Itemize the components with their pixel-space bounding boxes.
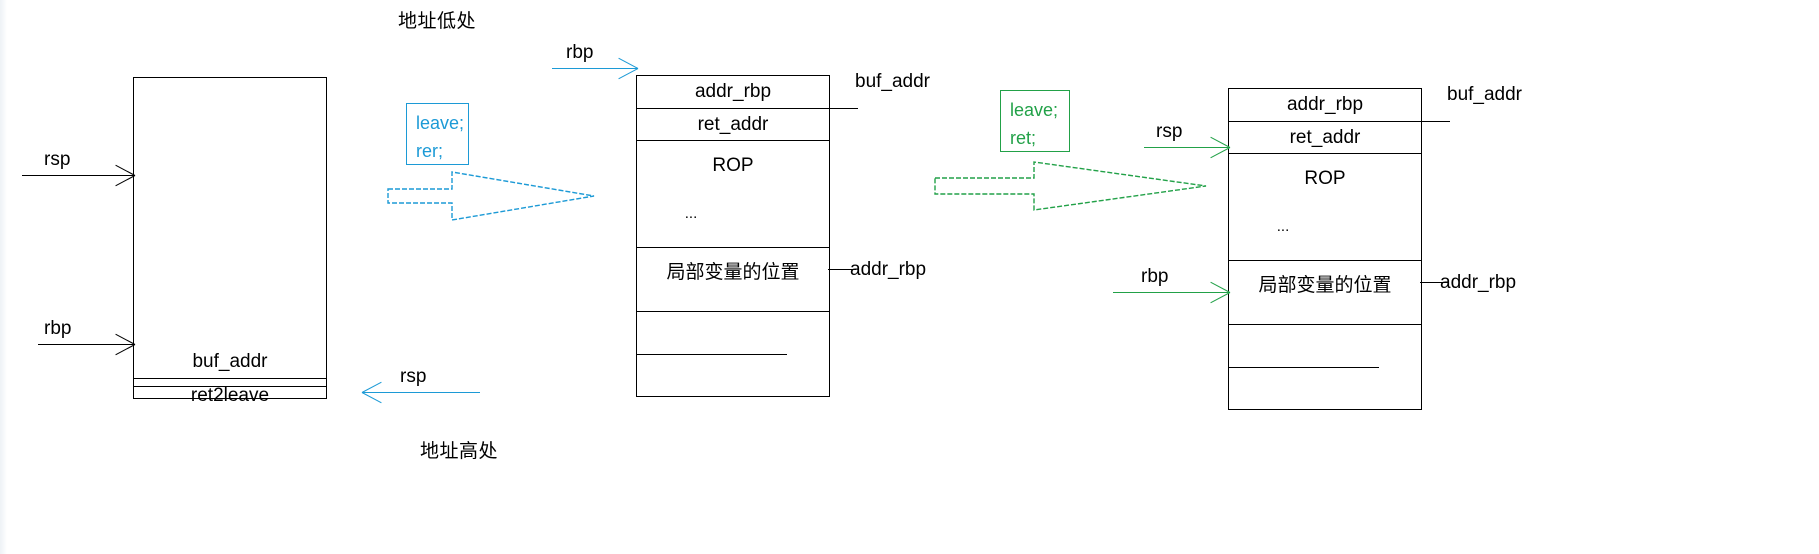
- stack-2: addr_rbp ret_addr ROP ... 局部变量的位置: [636, 75, 830, 397]
- stack-3-row-blank-2: [1229, 367, 1421, 408]
- stack-1-row-ret2leave: ret2leave: [134, 379, 326, 412]
- stack-1-rsp-arrow-label: rsp: [44, 149, 71, 170]
- stack-1-row-ret2leave-text: ret2leave: [190, 384, 270, 406]
- address-high-label: 地址高处: [420, 441, 499, 462]
- step-2-code-line-1: leave;: [1010, 100, 1059, 120]
- stack-1-row-buf-addr-text: buf_addr: [192, 351, 268, 372]
- stack-3-row-ellipsis: ...: [1229, 204, 1421, 261]
- stack-2-row-locals: 局部变量的位置: [637, 248, 829, 312]
- stack-3-row-ret-addr: ret_addr: [1229, 122, 1421, 154]
- stack-3-top-connector: [1420, 121, 1450, 122]
- stack-2-rbp-arrow-label: rbp: [566, 42, 594, 63]
- stack-2-row-ellipsis: ...: [637, 191, 829, 248]
- address-low-label: 地址低处: [398, 11, 477, 32]
- stack-2-row-addr-rbp-text: addr_rbp: [694, 81, 772, 102]
- stack-2-row-ret-addr-text: ret_addr: [697, 113, 769, 135]
- stack-3-side-label-top: buf_addr: [1447, 84, 1523, 105]
- stack-2-row-addr-rbp: addr_rbp: [637, 76, 829, 109]
- stack-2-top-connector: [828, 108, 858, 109]
- stack-2-row-blank-1-divider: [637, 354, 787, 355]
- stack-1-row-buf-addr: buf_addr: [134, 346, 326, 379]
- step-1-code-line-2: rer;: [416, 140, 443, 161]
- stack-2-side-label-bottom: addr_rbp: [850, 259, 927, 280]
- stack-3-row-addr-rbp-text: addr_rbp: [1286, 94, 1364, 115]
- stack-2-row-locals-text: 局部变量的位置: [666, 262, 800, 283]
- stack-3-row-ellipsis-text: ...: [1276, 217, 1290, 235]
- stack-3-row-blank-1-divider: [1229, 367, 1379, 368]
- stack-3-rbp-arrow-label: rbp: [1141, 266, 1169, 287]
- stack-3-rsp-arrow-shaft: [1144, 147, 1229, 148]
- stack-2-row-rop-text: ROP: [712, 155, 754, 176]
- stack-2-rbp-arrow-shaft: [552, 68, 637, 69]
- stack-3-row-addr-rbp: addr_rbp: [1229, 89, 1421, 122]
- step-1-code-line-1: leave;: [416, 113, 465, 133]
- stack-1-row-empty: [134, 78, 326, 387]
- stack-3-rbp-arrow-shaft: [1113, 292, 1229, 293]
- step-2-code-box: leave; ret;: [1000, 90, 1070, 152]
- stack-2-row-blank-2: [637, 354, 829, 395]
- stack-3-bottom-connector: [1420, 282, 1448, 283]
- stack-1-rbp-arrow-shaft: [38, 344, 134, 345]
- stack-3-row-rop: ROP: [1229, 154, 1421, 204]
- step-2-code-line-2: ret;: [1010, 127, 1037, 148]
- stack-3-row-locals: 局部变量的位置: [1229, 261, 1421, 325]
- stack-3-side-label-bottom: addr_rbp: [1440, 272, 1517, 293]
- stack-3-row-blank-1: [1229, 325, 1421, 367]
- step-1-code-box: leave; rer;: [406, 103, 469, 165]
- stack-2-side-label-top: buf_addr: [855, 71, 931, 92]
- step-1-rsp-left-arrow-label: rsp: [400, 366, 427, 387]
- stack-2-row-ellipsis-text: ...: [684, 204, 698, 222]
- stack-3: addr_rbp ret_addr ROP ... 局部变量的位置: [1228, 88, 1422, 410]
- stack-1-rsp-arrow-shaft: [22, 175, 134, 176]
- stack-3-row-rop-text: ROP: [1304, 168, 1346, 189]
- stack-1: buf_addr ret2leave: [133, 77, 327, 406]
- stack-2-row-rop: ROP: [637, 141, 829, 191]
- stack-1-rbp-arrow-label: rbp: [44, 318, 72, 339]
- step-1-rsp-left-arrow-shaft: [362, 392, 480, 393]
- stack-2-row-blank-1: [637, 312, 829, 354]
- stack-3-row-ret-addr-text: ret_addr: [1289, 126, 1361, 148]
- stack-3-row-locals-text: 局部变量的位置: [1258, 275, 1392, 296]
- page-edge-shading: [0, 0, 7, 554]
- step-2-block-arrow: [934, 158, 1209, 216]
- step-1-block-arrow: [387, 166, 597, 226]
- stack-2-bottom-connector: [828, 269, 856, 270]
- stack-2-row-ret-addr: ret_addr: [637, 109, 829, 141]
- stack-3-rsp-arrow-label: rsp: [1156, 121, 1183, 142]
